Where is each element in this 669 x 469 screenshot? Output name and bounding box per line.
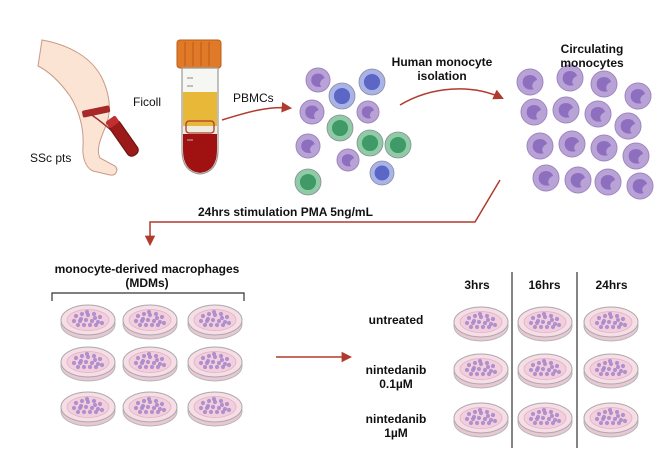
row-label-line: 0.1µM bbox=[379, 377, 413, 391]
petri-dish-icon bbox=[187, 391, 243, 427]
petri-dish-icon bbox=[517, 353, 573, 389]
arrow-to-mdms bbox=[144, 179, 501, 247]
lymphocyte-cell bbox=[369, 160, 395, 186]
pbmcs-label: PBMCs bbox=[233, 91, 274, 105]
row-label-nintedanib-high: nintedanib 1µM bbox=[356, 412, 436, 440]
mdm-line: (MDMs) bbox=[125, 276, 169, 290]
monocyte-cells-icon bbox=[516, 64, 654, 200]
column-header-16hrs: 16hrs bbox=[528, 278, 561, 292]
isolation-line: isolation bbox=[417, 69, 467, 83]
lymphocyte-cell bbox=[328, 82, 356, 110]
monocyte-cell bbox=[526, 132, 554, 160]
petri-dish-icon bbox=[122, 391, 178, 427]
column-header-3hrs: 3hrs bbox=[464, 278, 490, 292]
row-label-line: nintedanib bbox=[365, 412, 427, 426]
monocyte-cell bbox=[624, 82, 652, 110]
mdm-line: monocyte-derived macrophages bbox=[54, 262, 240, 276]
monocyte-cell bbox=[552, 96, 580, 124]
monocyte-cell bbox=[594, 168, 622, 196]
petri-dish-icon bbox=[583, 306, 639, 342]
circulating-line: Circulating bbox=[560, 42, 624, 56]
petri-dish-icon bbox=[122, 346, 178, 382]
petri-dish-icon bbox=[60, 346, 116, 382]
monocyte-cell bbox=[626, 172, 654, 200]
lymphocyte-cell bbox=[358, 68, 386, 96]
petri-dish-icon bbox=[60, 304, 116, 340]
ficoll-label: Ficoll bbox=[133, 95, 162, 109]
petri-dish-icon bbox=[453, 306, 509, 342]
petri-dish-icon bbox=[122, 304, 178, 340]
row-label-line: 1µM bbox=[384, 426, 408, 440]
monocyte-cell bbox=[295, 133, 321, 159]
isolation-label: Human monocyte isolation bbox=[386, 55, 498, 83]
monocyte-cell bbox=[556, 64, 584, 92]
petri-dish-icon bbox=[583, 353, 639, 389]
pbmc-cells-icon bbox=[294, 67, 412, 196]
monocyte-cell bbox=[299, 99, 325, 125]
circulating-line: monocytes bbox=[560, 56, 624, 70]
lymphocyte-cell bbox=[356, 129, 384, 157]
row-label-untreated: untreated bbox=[356, 313, 436, 327]
monocyte-cell bbox=[584, 100, 612, 128]
mdm-bracket bbox=[51, 292, 245, 301]
ficoll-tube-icon bbox=[176, 39, 222, 175]
petri-dish-icon bbox=[517, 306, 573, 342]
stimulation-label: 24hrs stimulation PMA 5ng/mL bbox=[198, 205, 373, 219]
arrow-to-monocytes bbox=[399, 88, 504, 106]
petri-dish-icon bbox=[453, 353, 509, 389]
mdm-label: monocyte-derived macrophages (MDMs) bbox=[34, 262, 260, 290]
arrow-to-pbmcs bbox=[221, 102, 293, 121]
monocyte-cell bbox=[305, 67, 331, 93]
blood-tube-icon bbox=[105, 116, 139, 157]
lymphocyte-cell bbox=[326, 114, 354, 142]
petri-dish-icon bbox=[187, 346, 243, 382]
monocyte-cell bbox=[520, 98, 548, 126]
petri-dish-icon bbox=[583, 402, 639, 438]
column-header-24hrs: 24hrs bbox=[595, 278, 628, 292]
monocyte-cell bbox=[532, 164, 560, 192]
patients-label: SSc pts bbox=[30, 151, 72, 165]
monocyte-cell bbox=[622, 142, 650, 170]
lymphocyte-cell bbox=[384, 131, 412, 159]
monocyte-cell bbox=[590, 134, 618, 162]
monocyte-cell bbox=[356, 100, 380, 124]
petri-dish-icon bbox=[517, 402, 573, 438]
petri-dish-icon bbox=[187, 304, 243, 340]
monocyte-cell bbox=[336, 148, 360, 172]
monocyte-cell bbox=[590, 70, 618, 98]
isolation-line: Human monocyte bbox=[391, 55, 493, 69]
lymphocyte-cell bbox=[294, 168, 322, 196]
monocyte-cell bbox=[614, 112, 642, 140]
petri-dish-icon bbox=[453, 402, 509, 438]
monocyte-cell bbox=[516, 68, 544, 96]
monocyte-cell bbox=[558, 130, 586, 158]
row-label-line: nintedanib bbox=[365, 363, 427, 377]
row-label-line: untreated bbox=[368, 313, 424, 327]
petri-dish-icon bbox=[60, 391, 116, 427]
circulating-monocytes-label: Circulating monocytes bbox=[540, 42, 644, 70]
row-label-nintedanib-low: nintedanib 0.1µM bbox=[356, 363, 436, 391]
monocyte-cell bbox=[564, 166, 592, 194]
